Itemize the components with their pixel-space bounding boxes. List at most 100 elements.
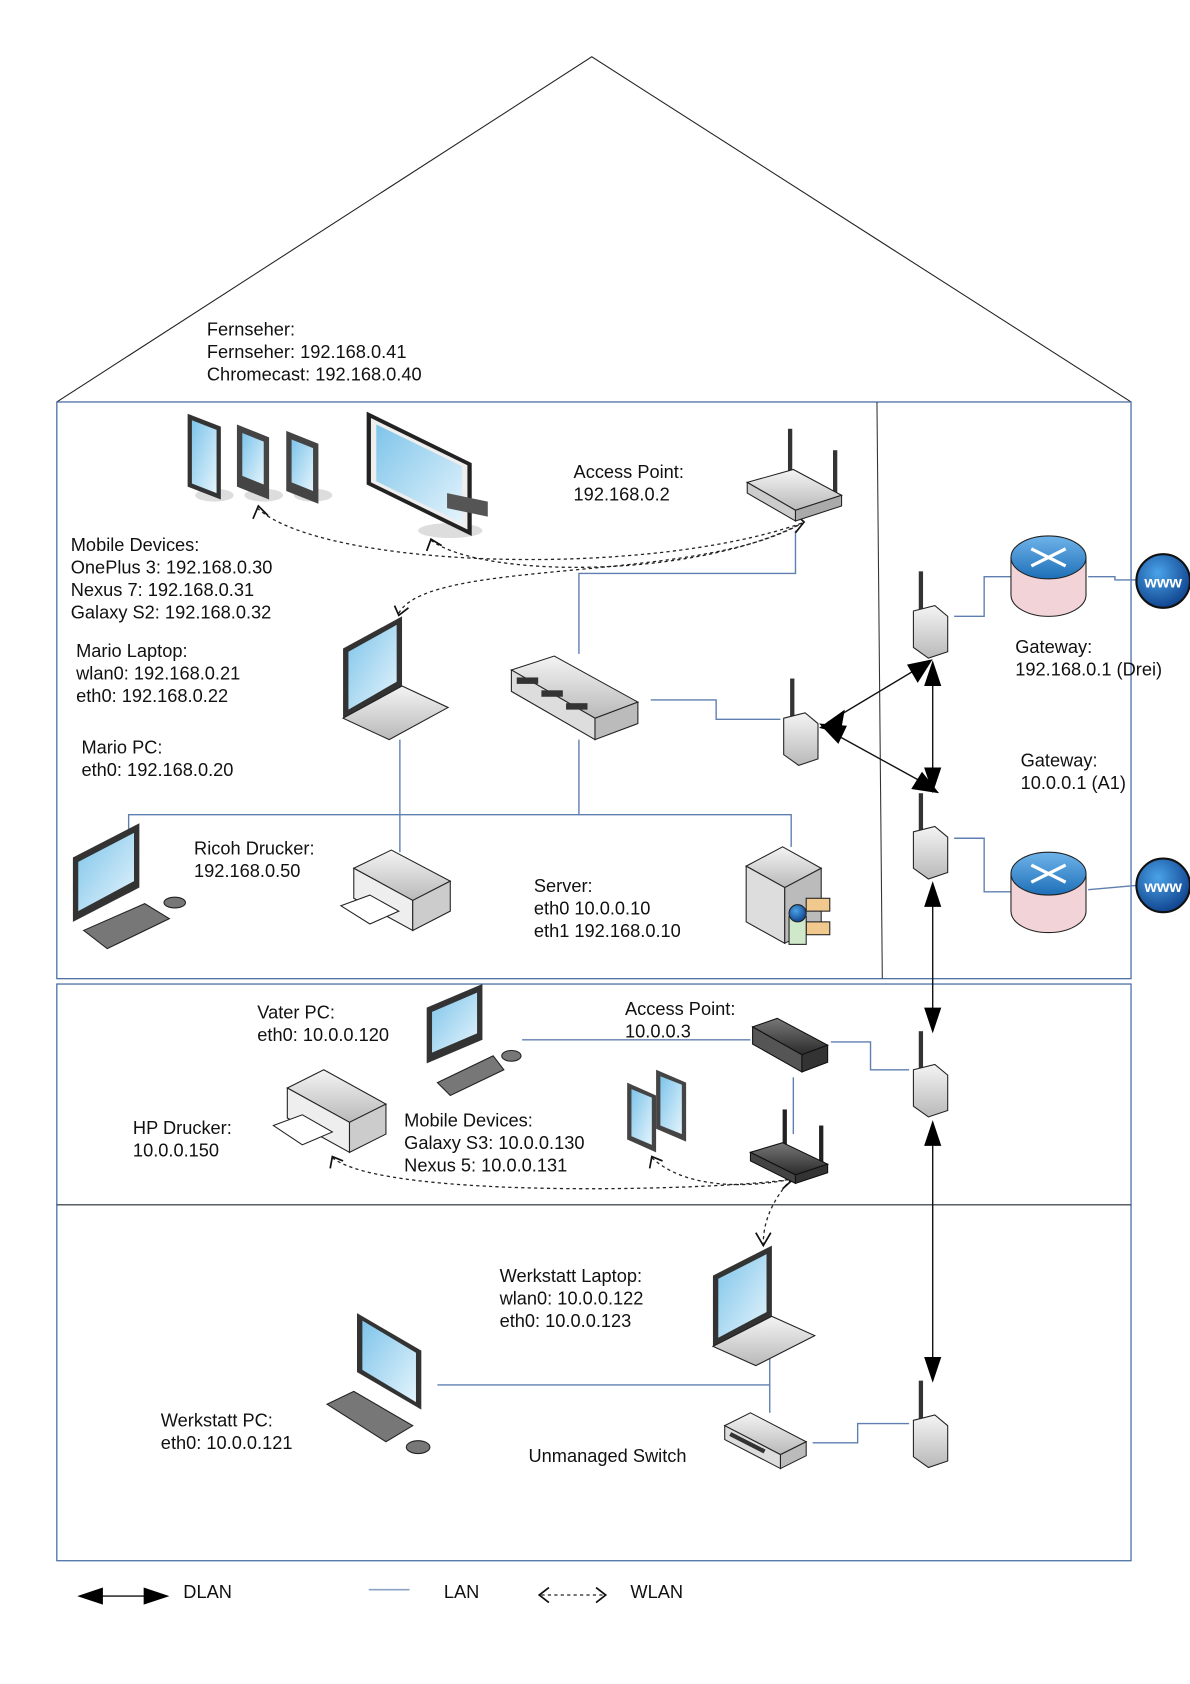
diagram-shape: 10.0.0.150	[133, 1141, 219, 1161]
diagram-shape: 10.0.0.3	[625, 1022, 691, 1042]
lan-switch-to-dlan	[650, 699, 781, 720]
lan-cables	[127, 530, 1137, 1444]
diagram-shape	[348, 624, 397, 710]
wlan-ap-to-phones	[256, 507, 803, 561]
diagram-shape	[339, 894, 401, 925]
diagram-shape	[790, 678, 795, 718]
diagram-shape	[291, 439, 314, 491]
tv-chromecast-icon	[366, 411, 488, 539]
diagram-shape	[924, 767, 942, 794]
diagram-shape	[78, 832, 135, 912]
diagram-shape	[918, 571, 924, 610]
lan-switch-to-pc	[127, 739, 580, 831]
diagram-shape	[432, 992, 478, 1053]
upper-floor-room	[56, 401, 1132, 980]
diagram-shape: Gateway:	[1021, 750, 1098, 770]
mobile-phones-middle-icon	[627, 1069, 687, 1153]
label-mobile-upper: Mobile Devices: OnePlus 3: 192.168.0.30 …	[71, 535, 273, 623]
diagram-shape	[801, 1044, 829, 1073]
diagram-shape	[912, 1063, 949, 1118]
diagram-shape	[711, 1315, 817, 1367]
diagram-shape	[501, 1049, 522, 1062]
diagram-shape	[541, 690, 563, 697]
www-text: www	[1143, 878, 1182, 896]
diagram-shape: Chromecast: 192.168.0.40	[207, 365, 422, 385]
label-gateway-drei: Gateway: 192.168.0.1 (Drei)	[1015, 637, 1162, 680]
legend-dlan-label: DLAN	[183, 1582, 232, 1602]
diagram-shape	[537, 1586, 550, 1604]
label-unmanaged-switch: Unmanaged Switch	[529, 1446, 687, 1466]
diagram-shape: 192.168.0.2	[574, 485, 670, 505]
dlan-adapter-4-icon	[912, 1031, 949, 1118]
diagram-shape	[594, 701, 639, 741]
label-gateway-a1: Gateway: 10.0.0.1 (A1)	[1021, 750, 1126, 793]
diagram-shape: eth0: 10.0.0.123	[500, 1311, 632, 1331]
dlan-adapter-3-icon	[912, 793, 949, 880]
diagram-shape	[912, 1414, 949, 1469]
diagram-shape	[805, 921, 831, 936]
diagram-shape: eth0 10.0.0.10	[534, 898, 651, 918]
diagram-shape	[272, 1114, 334, 1146]
diagram-shape	[779, 1440, 807, 1470]
diagram-shape	[1030, 547, 1067, 568]
diagram-shape	[405, 1440, 431, 1455]
legend: DLAN LAN WLAN	[77, 1582, 683, 1605]
www-globe-1-icon: www	[1135, 553, 1190, 609]
diagram-shape	[82, 903, 171, 950]
workshop-room	[56, 1204, 1132, 1562]
diagram-shape	[252, 504, 269, 520]
wlan-ap-to-mobile	[651, 1157, 792, 1186]
dlan-adapter-5-icon	[912, 1380, 949, 1469]
diagram-shape: Mario Laptop:	[76, 641, 187, 661]
diagram-shape	[788, 904, 807, 923]
diagram-shape: Unmanaged Switch	[529, 1446, 687, 1466]
diagram-shape	[783, 712, 819, 766]
label-werkstatt-laptop: Werkstatt Laptop: wlan0: 10.0.0.122 eth0…	[499, 1266, 644, 1331]
mario-pc-icon	[72, 823, 187, 950]
lan-router-to-www-1	[1088, 576, 1137, 581]
gateway-a1-router-icon	[1010, 851, 1087, 934]
www-text: www	[1143, 573, 1182, 591]
lan-router-to-www-2	[1088, 884, 1137, 891]
access-point-middle-icon	[751, 1017, 829, 1073]
diagram-shape: Nexus 5: 10.0.0.131	[404, 1156, 567, 1176]
diagram-shape	[412, 880, 451, 932]
diagram-shape	[362, 1320, 416, 1403]
diagram-shape: Galaxy S3: 10.0.0.130	[404, 1133, 584, 1153]
diagram-shape	[447, 493, 488, 517]
www-globe-2-icon: www	[1135, 857, 1190, 914]
diagram-shape	[393, 605, 409, 617]
diagram-shape: Server:	[534, 876, 593, 896]
gateway-drei-router-icon	[1010, 535, 1087, 617]
label-vater-pc: Vater PC: eth0: 10.0.0.120	[257, 1002, 389, 1045]
house-outline	[56, 56, 1132, 1562]
dlan-adapter-1-icon	[912, 571, 949, 659]
diagram-shape	[516, 677, 539, 684]
diagram-shape	[819, 723, 847, 744]
diagram-shape	[376, 424, 463, 524]
diagram-shape: Access Point:	[574, 462, 684, 482]
diagram-shape	[1135, 857, 1190, 914]
label-mobile-middle: Mobile Devices: Galaxy S3: 10.0.0.130 Ne…	[404, 1111, 584, 1176]
diagram-shape	[1135, 553, 1190, 609]
legend-lan: LAN	[368, 1582, 479, 1602]
wlan-ap-to-laptop	[398, 522, 803, 614]
diagram-shape	[163, 896, 187, 909]
diagram-shape	[729, 1432, 766, 1454]
diagram-shape	[924, 1357, 942, 1383]
server-icon	[745, 846, 831, 945]
diagram-shape	[794, 494, 843, 522]
lan-switch-to-server	[578, 813, 792, 847]
label-access-point-middle: Access Point: 10.0.0.3	[625, 999, 735, 1042]
diagram-shape: eth0: 10.0.0.121	[161, 1433, 293, 1453]
diagram-shape: Nexus 7: 192.168.0.31	[71, 580, 254, 600]
diagram-shape	[1030, 863, 1067, 884]
legend-wlan-label: WLAN	[630, 1582, 683, 1602]
ricoh-printer-icon	[339, 849, 452, 932]
diagram-shape: eth1 192.168.0.10	[534, 921, 681, 941]
label-server: Server: eth0 10.0.0.10 eth1 192.168.0.10	[534, 876, 681, 941]
diagram-shape	[77, 1587, 103, 1605]
diagram-shape: eth0: 192.168.0.22	[76, 686, 228, 706]
diagram-shape	[924, 1120, 942, 1146]
